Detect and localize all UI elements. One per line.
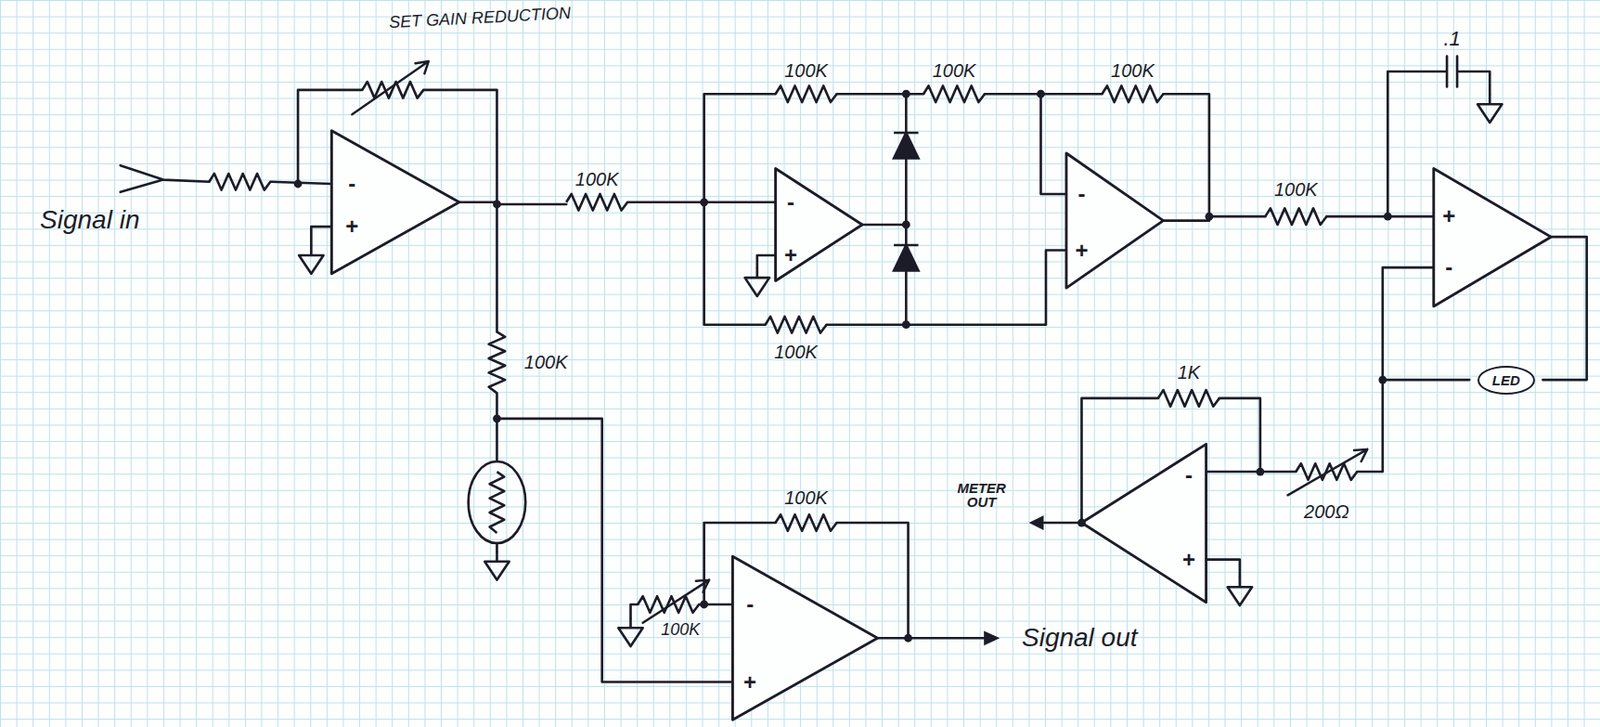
opamp-symbol <box>331 130 459 274</box>
resistor-symbol <box>1101 85 1163 103</box>
diode-symbol <box>893 245 918 271</box>
opamp-symbol <box>331 130 1551 720</box>
wire <box>120 56 1588 683</box>
pot-arrow <box>643 580 710 623</box>
wire <box>1209 215 1434 219</box>
wire <box>496 202 704 205</box>
junction-dot <box>492 413 502 423</box>
opamp-symbol <box>1081 443 1206 602</box>
resistor-value: 200Ω <box>1303 502 1350 522</box>
pin-sign: - <box>1077 181 1085 206</box>
opamp-symbol <box>732 555 878 720</box>
ground-symbol <box>1227 576 1252 606</box>
ground-symbol <box>298 93 1502 646</box>
resistor-symbol <box>566 193 628 211</box>
resistor-symbol <box>490 471 505 533</box>
wire <box>904 93 908 324</box>
arrowhead <box>1030 516 1043 529</box>
junction-dot <box>492 200 502 209</box>
resistor-symbol <box>775 85 838 103</box>
junction-dot <box>294 180 303 189</box>
resistor-symbol <box>775 514 838 531</box>
resistor-symbol <box>208 81 1357 613</box>
capacitor-value: .1 <box>1443 27 1460 50</box>
diode-symbol <box>893 132 918 158</box>
resistor-symbol <box>637 595 699 613</box>
wire <box>468 461 527 543</box>
diode-symbol <box>893 132 918 271</box>
pin-sign: - <box>1445 255 1453 279</box>
ground-symbol <box>1477 93 1502 123</box>
pin-sign: - <box>1185 463 1193 487</box>
junction-dot <box>699 197 709 207</box>
opamp-symbol <box>775 167 863 281</box>
junction-dot <box>294 90 1393 643</box>
resistor-symbol <box>1158 389 1220 407</box>
resistor-symbol <box>361 81 424 99</box>
junction-dot <box>699 600 709 609</box>
wire <box>310 226 332 246</box>
resistor-value: 100K <box>1274 180 1318 200</box>
pot-arrow <box>351 61 1368 623</box>
led-symbol: LED <box>1477 365 1536 395</box>
wire <box>496 418 733 683</box>
junction-dot <box>1204 212 1213 221</box>
wire <box>908 636 991 640</box>
junction-dot <box>902 320 911 329</box>
resistor-symbol <box>923 85 985 103</box>
pot-arrow <box>351 61 428 115</box>
annotation: SET GAIN REDUCTION <box>387 4 571 32</box>
wire <box>1038 521 1082 525</box>
resistor-symbol <box>489 331 506 393</box>
junction-dot <box>1255 467 1265 477</box>
junction-dot <box>1036 90 1046 99</box>
pin-sign: - <box>787 190 795 214</box>
junction-dot <box>1077 518 1086 528</box>
resistor-symbol <box>208 173 271 191</box>
wire <box>1206 471 1261 577</box>
junction-dot <box>1378 375 1387 385</box>
resistor-value: 100K <box>660 620 700 639</box>
ground-symbol <box>745 267 770 297</box>
pin-sign: + <box>1182 547 1196 571</box>
signal-name: METER OUT <box>953 480 1011 511</box>
signal-name: Signal in <box>39 206 140 233</box>
pin-sign: + <box>345 214 359 238</box>
resistor-value: 100K <box>524 352 568 373</box>
pin-sign: + <box>1074 238 1088 262</box>
junction-dot <box>903 633 913 643</box>
ground-symbol <box>484 551 509 581</box>
pin-sign: - <box>348 171 356 195</box>
resistor-value: 1K <box>1177 362 1200 383</box>
signal-name: Signal out <box>1021 623 1138 651</box>
junction-dot <box>902 90 911 99</box>
resistor-symbol <box>1264 207 1327 225</box>
resistor-symbol <box>765 316 827 334</box>
junction-dot <box>902 220 911 230</box>
ground-symbol <box>298 245 323 274</box>
resistor-value: 100K <box>575 169 620 190</box>
resistor-value: 100K <box>1110 61 1155 81</box>
resistor-value: 100K <box>774 342 818 362</box>
pin-sign: + <box>743 670 757 694</box>
opamp-symbol <box>1066 153 1163 288</box>
ground-symbol <box>618 617 643 646</box>
pot-arrow <box>1288 449 1368 495</box>
pin-sign: + <box>784 243 798 267</box>
led-label: LED <box>1492 372 1521 388</box>
junction-dot <box>1383 212 1393 221</box>
resistor-value: 100K <box>932 61 977 81</box>
arrowhead <box>984 632 998 645</box>
resistor-value: 100K <box>784 61 828 81</box>
resistor-value: 100K <box>784 488 828 508</box>
wire <box>120 165 210 193</box>
wire <box>1260 267 1434 472</box>
opamp-symbol <box>1433 167 1551 306</box>
pin-sign: - <box>746 592 754 616</box>
wire <box>704 202 1067 325</box>
pin-sign: + <box>1442 204 1456 228</box>
